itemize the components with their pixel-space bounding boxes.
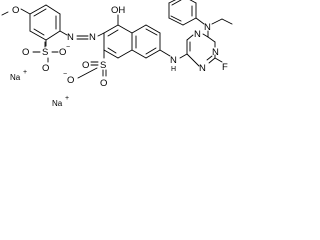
sulfonate-1-minus-charge: − (66, 44, 70, 51)
fluorine-atom: F (222, 62, 228, 73)
hydroxy-group: OH (111, 5, 125, 26)
sulfonate-group-1: S O O O − (22, 39, 70, 74)
chemical-structure-diagram: O S O O O − N N (1, 0, 233, 108)
anilino-nitrogen: N (204, 22, 211, 33)
sulfonate-group-2: S O O O − (63, 49, 107, 89)
phenyl-ring (168, 0, 197, 26)
triazine-nitrogen-right: N (212, 47, 219, 58)
sulfonate-2-oxygen-minus: O (67, 75, 74, 86)
sodium-2-plus-charge: + (65, 95, 69, 102)
hydroxy-label: OH (111, 5, 125, 16)
sodium-ion-2: Na (52, 99, 63, 108)
sodium-1-plus-charge: + (23, 69, 27, 76)
sulfonate-1-oxygen-bottom: O (42, 63, 49, 74)
triazine-nitrogen-top: N (194, 29, 201, 40)
azo-nitrogen-1: N (67, 32, 74, 43)
methoxy-sulfophenyl-ring (29, 4, 61, 41)
azo-linkage: N N (59, 30, 105, 43)
anilino-group: N (195, 17, 233, 38)
sulfonate-2-oxygen-bottom: O (100, 78, 107, 89)
amine-hydrogen: H (171, 66, 176, 73)
sulfonate-2-minus-charge: − (63, 71, 67, 78)
sulfonate-1-oxygen-left: O (22, 47, 29, 58)
amine-linkage: N H (159, 49, 188, 73)
azo-nitrogen-2: N (89, 32, 96, 43)
triazine-nitrogen-bottom: N (199, 63, 206, 74)
sulfonate-2-sulfur: S (100, 60, 106, 71)
sulfonate-2-oxygen-left: O (82, 60, 89, 71)
triazine-ring: N N N F (186, 29, 228, 74)
methoxy-oxygen: O (12, 5, 19, 16)
methoxy-group: O (1, 5, 31, 16)
sulfonate-1-oxygen-minus: O (59, 47, 66, 58)
structure-svg: O S O O O − N N (1, 0, 233, 108)
naphthalene-ring-left (103, 24, 133, 59)
counter-ions: Na + Na + (10, 69, 69, 108)
naphthalene-ring-right (131, 24, 161, 59)
sodium-ion-1: Na (10, 73, 21, 82)
sulfonate-1-sulfur: S (42, 47, 48, 58)
amine-nitrogen: N (170, 55, 177, 66)
